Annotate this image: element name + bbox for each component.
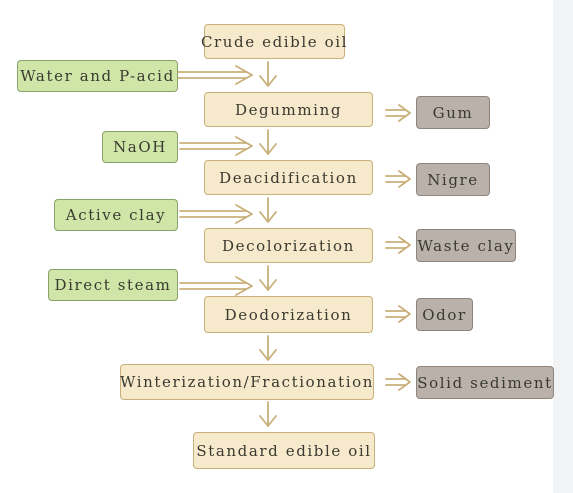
step-winterization: Winterization/Fractionation <box>120 364 374 400</box>
output-arrow-4 <box>385 305 411 323</box>
step-degumming: Degumming <box>204 92 373 127</box>
down-arrow-4 <box>259 265 277 291</box>
input-arrow-4 <box>179 276 253 296</box>
input-arrow-2 <box>179 136 253 156</box>
step-crude-oil: Crude edible oil <box>201 24 346 59</box>
input-arrow-3 <box>179 204 253 224</box>
right-edge-panel <box>553 0 573 493</box>
output-gum: Gum <box>416 96 490 129</box>
down-arrow-6 <box>259 401 277 427</box>
down-arrow-2 <box>259 129 277 155</box>
output-odor: Odor <box>416 298 473 331</box>
output-solid-sediment: Solid sediment <box>416 366 554 399</box>
output-nigre: Nigre <box>416 163 490 196</box>
step-standard-oil: Standard edible oil <box>193 432 375 469</box>
input-direct-steam: Direct steam <box>48 269 178 301</box>
input-water-pacid: Water and P-acid <box>17 60 178 92</box>
output-arrow-2 <box>385 170 411 188</box>
input-active-clay: Active clay <box>54 199 178 231</box>
step-deodorization: Deodorization <box>204 296 373 333</box>
input-naoh: NaOH <box>102 131 178 163</box>
step-decolorization: Decolorization <box>204 228 373 263</box>
output-waste-clay: Waste clay <box>416 229 516 262</box>
output-arrow-1 <box>385 104 411 122</box>
down-arrow-3 <box>259 197 277 223</box>
output-arrow-5 <box>385 373 411 391</box>
down-arrow-1 <box>259 61 277 87</box>
step-deacidification: Deacidification <box>204 160 373 195</box>
down-arrow-5 <box>259 335 277 361</box>
input-arrow-1 <box>177 65 253 85</box>
output-arrow-3 <box>385 236 411 254</box>
